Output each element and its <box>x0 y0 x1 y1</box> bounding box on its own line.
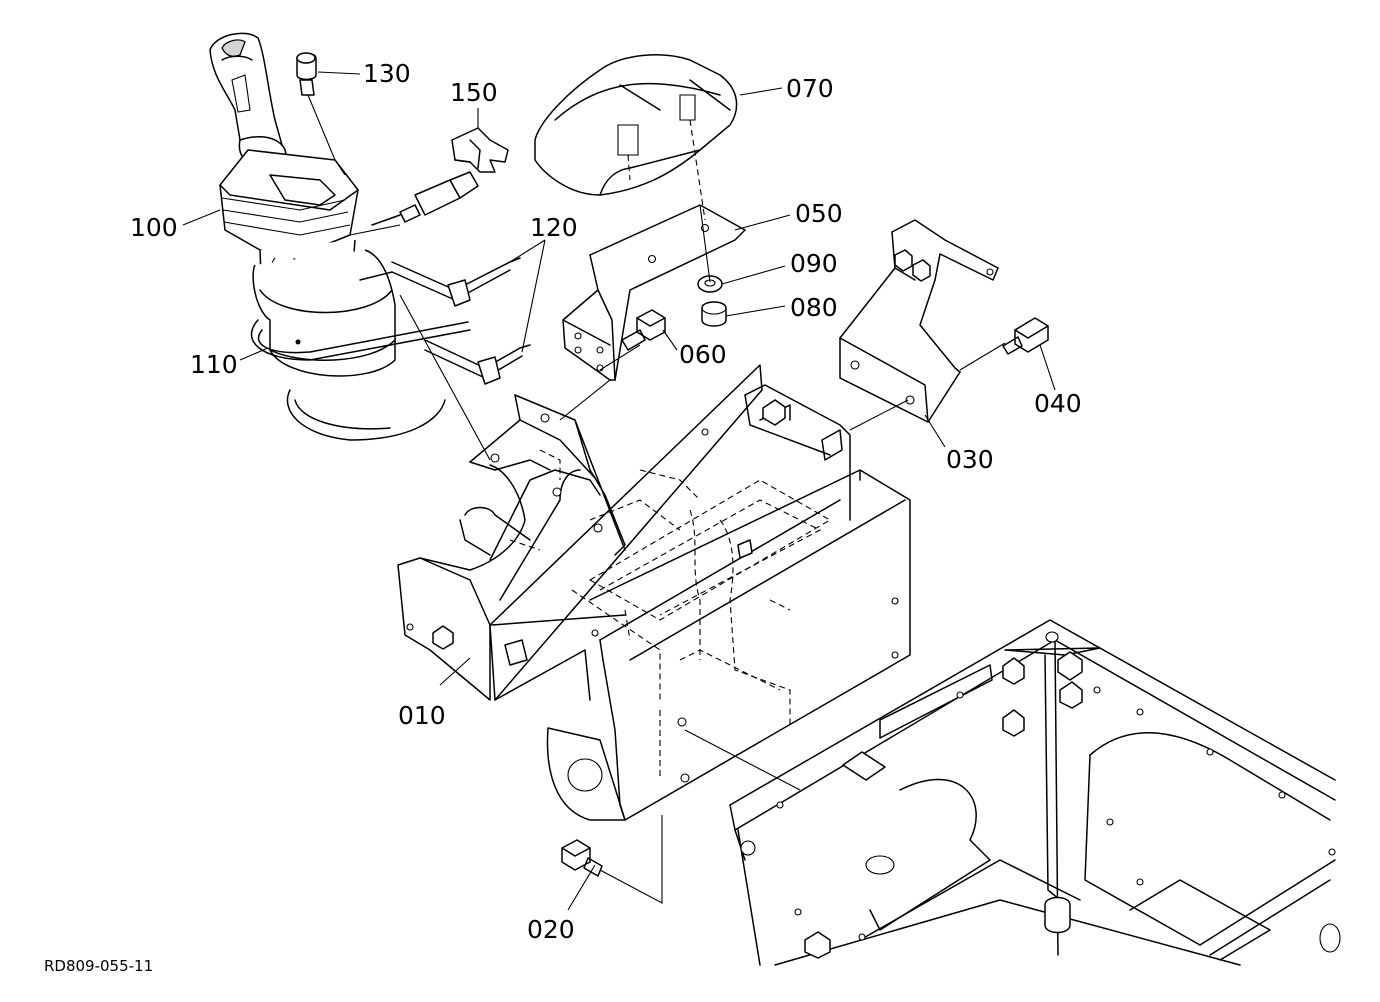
callout-labels: 070 050 090 080 060 040 030 100 110 120 … <box>44 59 1082 975</box>
callout-080: 080 <box>790 293 838 322</box>
frame-assembly <box>729 619 1341 966</box>
callout-130: 130 <box>363 59 411 88</box>
figure-reference: RD809-055-11 <box>44 957 153 975</box>
bracket-050 <box>562 204 746 381</box>
callout-150: 150 <box>450 78 498 107</box>
harness-110 <box>250 319 471 361</box>
bolt-020 <box>561 839 603 877</box>
nut-080 <box>701 301 727 327</box>
wire-connector <box>371 171 479 226</box>
callout-090: 090 <box>790 249 838 278</box>
callout-040: 040 <box>1034 389 1082 418</box>
callout-010: 010 <box>398 701 446 730</box>
callout-120: 120 <box>530 213 578 242</box>
callout-050: 050 <box>795 199 843 228</box>
callout-070: 070 <box>786 74 834 103</box>
clip-150 <box>451 127 509 173</box>
callout-060: 060 <box>679 340 727 369</box>
leader-lines <box>182 71 1056 911</box>
screw-130 <box>296 52 317 96</box>
callout-020: 020 <box>527 915 575 944</box>
cable-tie-120-lower <box>424 339 531 385</box>
bolt-060 <box>621 309 666 351</box>
cable-tie-120-upper <box>359 257 521 307</box>
armrest-pad-070 <box>534 54 738 221</box>
control-lever-100 <box>209 32 446 441</box>
console-box-assembly <box>397 364 911 821</box>
callout-100: 100 <box>130 213 178 242</box>
callout-110: 110 <box>190 350 238 379</box>
bracket-030 <box>839 219 999 423</box>
callout-030: 030 <box>946 445 994 474</box>
bolt-040 <box>1002 317 1049 355</box>
